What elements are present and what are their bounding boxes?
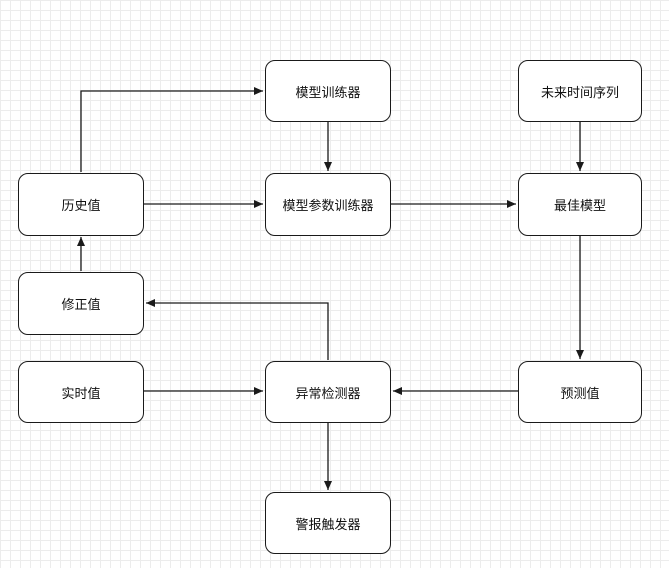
node-label: 预测值 [560,386,600,402]
node-corrected[interactable]: 修正值 [18,272,144,335]
node-future-series[interactable]: 未来时间序列 [518,60,642,122]
node-label: 模型训练器 [295,85,361,101]
node-param-trainer[interactable]: 模型参数训练器 [265,173,391,236]
node-alarm-trigger[interactable]: 警报触发器 [265,492,391,554]
node-label: 历史值 [61,199,101,214]
edge-history-to-model-trainer [80,87,263,172]
node-predicted[interactable]: 预测值 [518,361,642,423]
node-label: 模型参数训练器 [282,199,374,214]
node-label: 异常检测器 [295,386,361,402]
node-realtime[interactable]: 实时值 [18,361,144,423]
node-best-model[interactable]: 最佳模型 [518,173,642,236]
node-label: 实时值 [61,386,101,402]
node-label: 未来时间序列 [540,85,619,101]
node-label: 警报触发器 [295,517,361,533]
node-history[interactable]: 历史值 [18,173,144,236]
node-anomaly-detector[interactable]: 异常检测器 [265,361,391,423]
node-label: 最佳模型 [553,199,606,214]
node-label: 修正值 [61,298,101,313]
node-model-trainer[interactable]: 模型训练器 [265,60,391,122]
edge-anomaly-detector-to-corrected [146,299,329,360]
